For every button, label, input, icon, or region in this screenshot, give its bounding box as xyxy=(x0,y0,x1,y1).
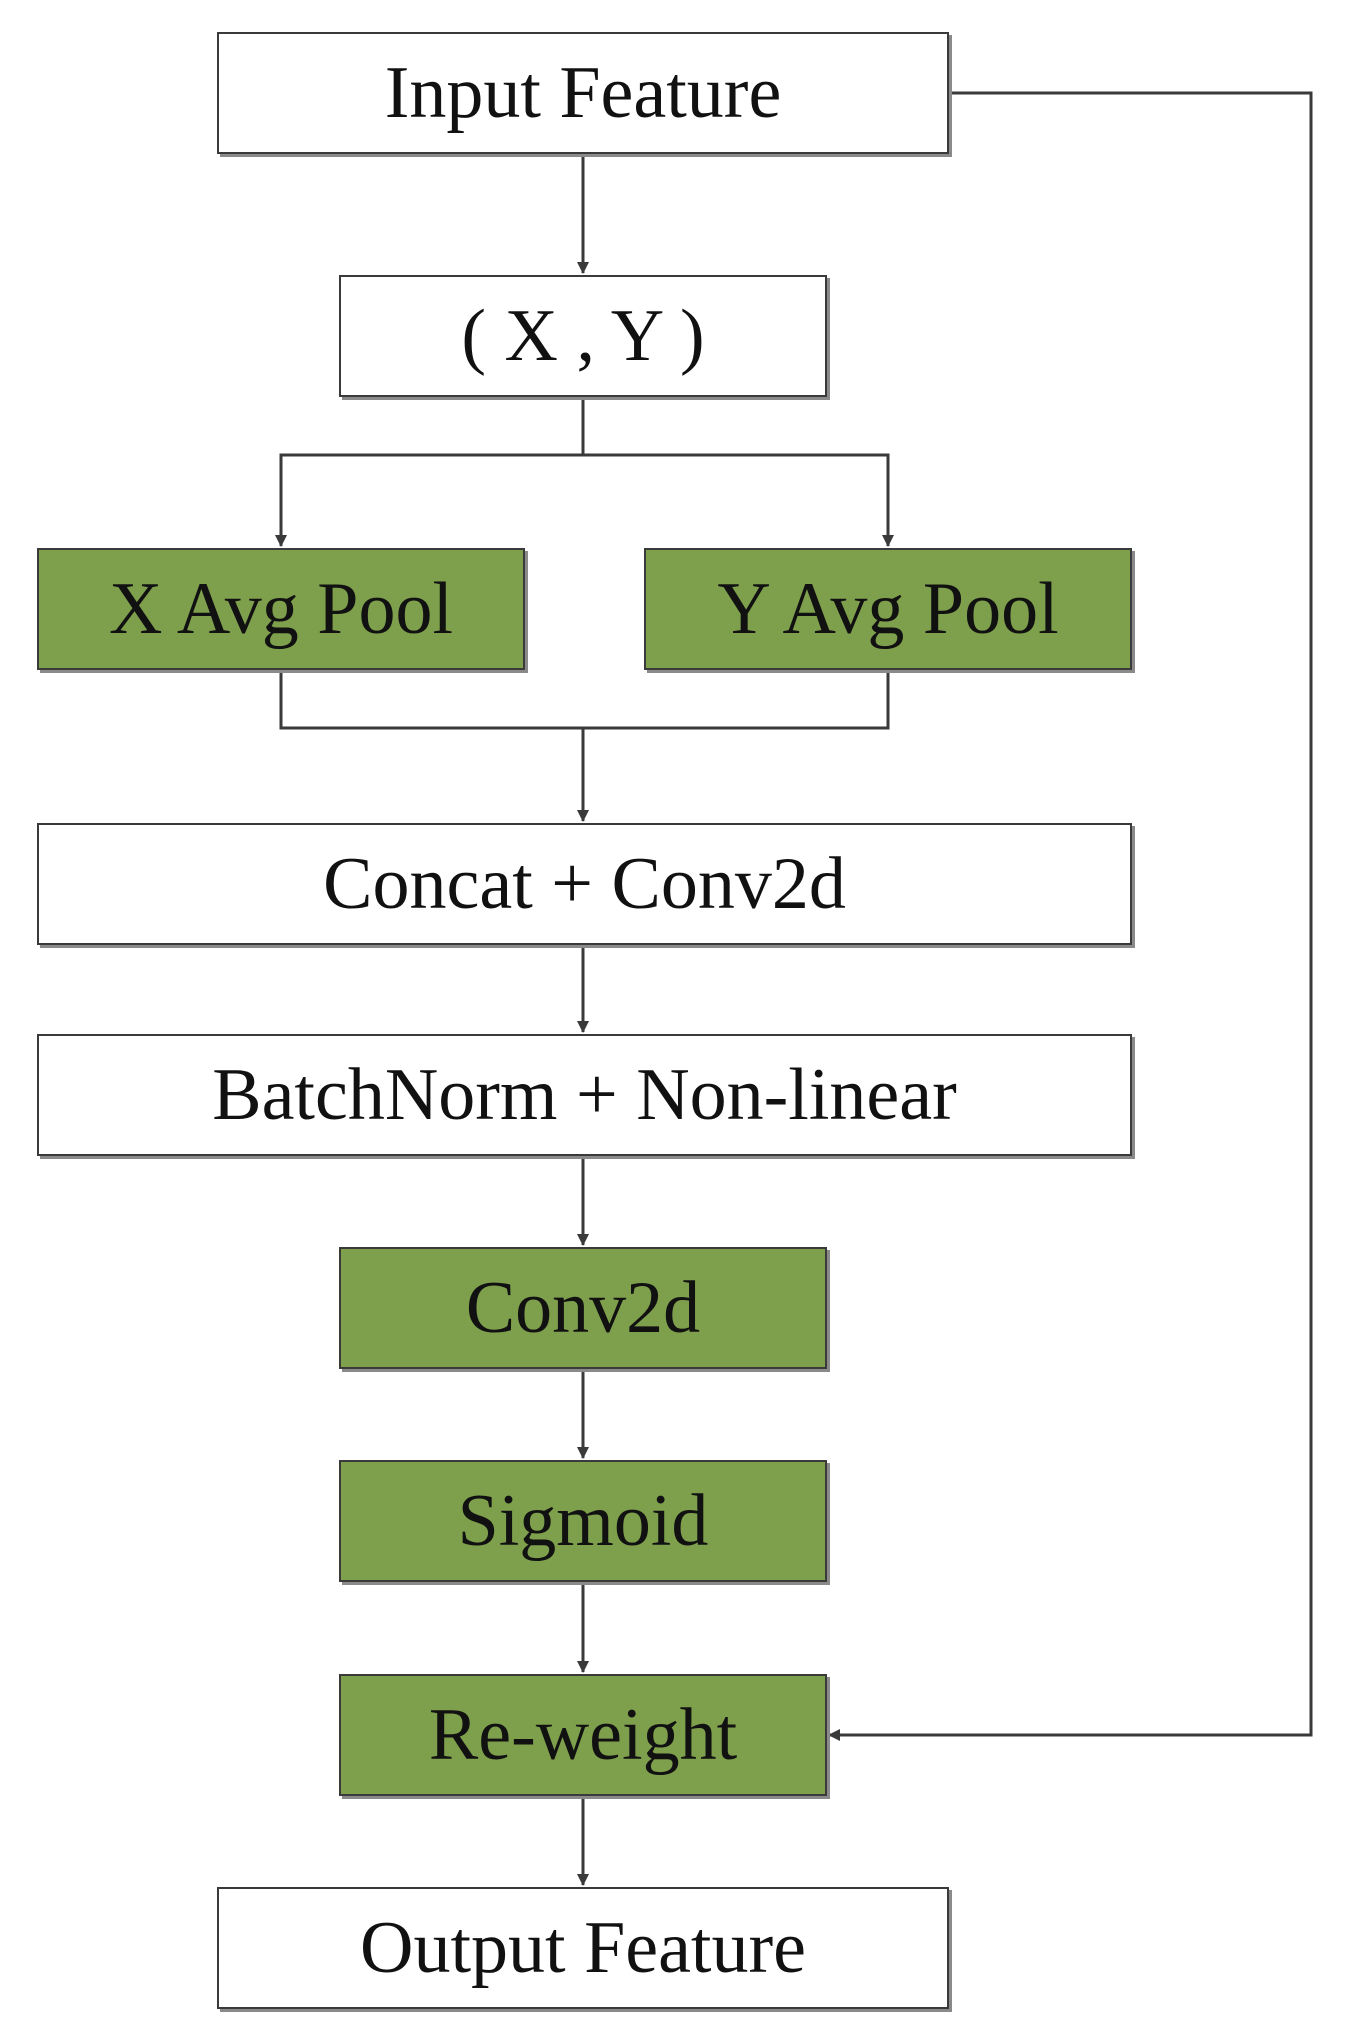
y-avg-pool-label: Y Avg Pool xyxy=(717,567,1059,650)
output-feature-box: Output Feature xyxy=(217,1887,949,2009)
concat-conv2d-box: Concat + Conv2d xyxy=(37,823,1132,945)
connector-xy-split xyxy=(275,397,585,547)
batchnorm-nonlinear-box: BatchNorm + Non-linear xyxy=(37,1034,1132,1156)
xy-box: ( X , Y ) xyxy=(339,275,827,397)
sigmoid-label: Sigmoid xyxy=(457,1479,709,1562)
batchnorm-nonlinear-label: BatchNorm + Non-linear xyxy=(212,1053,957,1136)
x-avg-pool-label: X Avg Pool xyxy=(108,567,454,650)
connector-xy-split-right xyxy=(583,453,894,547)
reweight-box: Re-weight xyxy=(339,1674,827,1796)
x-avg-pool-box: X Avg Pool xyxy=(37,548,525,670)
y-avg-pool-box: Y Avg Pool xyxy=(644,548,1132,670)
concat-conv2d-label: Concat + Conv2d xyxy=(323,842,846,925)
input-feature-label: Input Feature xyxy=(384,51,782,134)
xy-label: ( X , Y ) xyxy=(461,294,705,377)
input-feature-box: Input Feature xyxy=(217,32,949,154)
conv2d-box: Conv2d xyxy=(339,1247,827,1369)
sigmoid-box: Sigmoid xyxy=(339,1460,827,1582)
connector-skip-input-to-reweight xyxy=(828,91,1313,1741)
connector-pool-merge xyxy=(279,670,890,730)
output-feature-label: Output Feature xyxy=(360,1906,806,1989)
conv2d-label: Conv2d xyxy=(465,1266,701,1349)
reweight-label: Re-weight xyxy=(428,1693,738,1776)
